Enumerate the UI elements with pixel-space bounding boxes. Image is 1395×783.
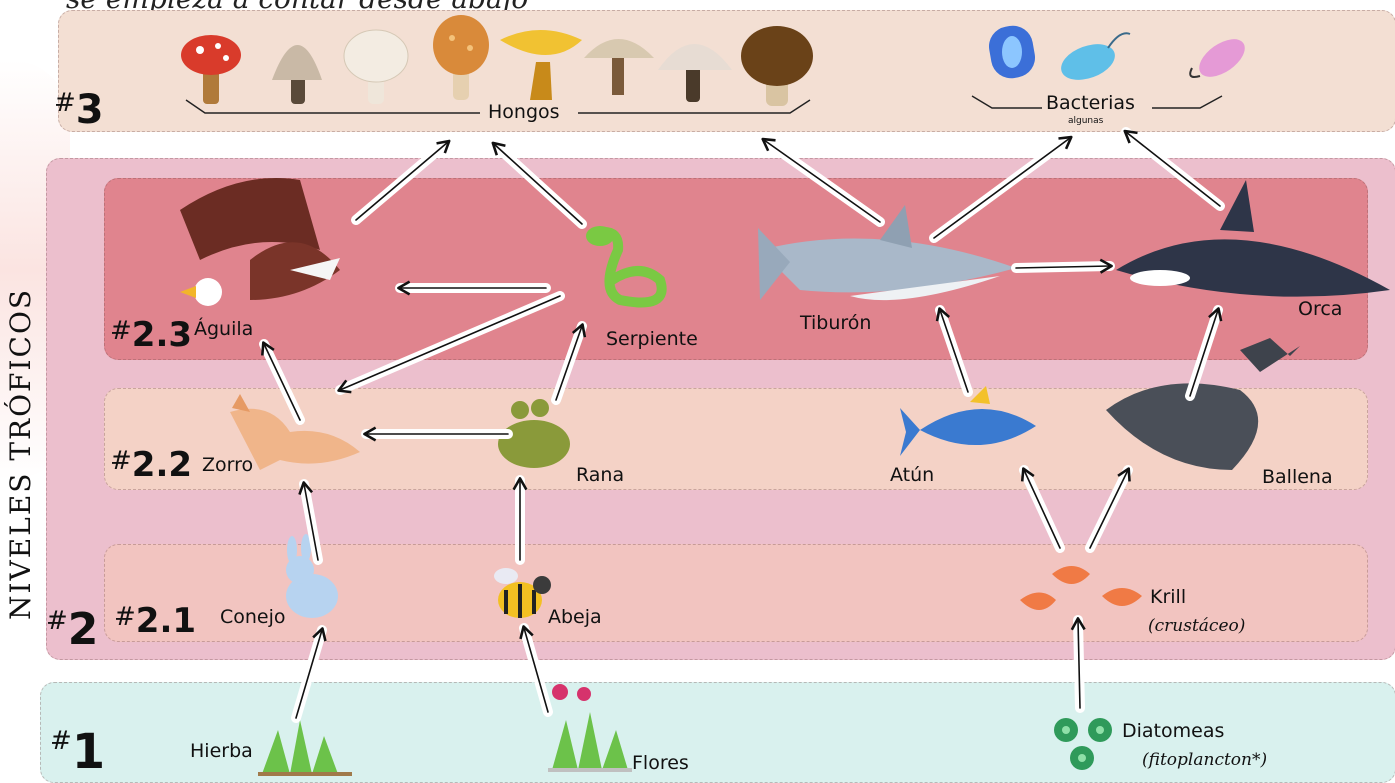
krill-label: Krill	[1150, 586, 1186, 608]
tiburon-label: Tiburón	[800, 312, 871, 334]
mushroom-icon	[658, 44, 732, 102]
bee-icon	[494, 568, 551, 618]
aguila-label: Águila	[194, 318, 253, 340]
diatomeas-label: Diatomeas	[1122, 720, 1224, 742]
orca-label: Orca	[1298, 298, 1342, 320]
mushroom-icon	[741, 26, 813, 106]
energy-arrows	[264, 132, 1220, 718]
krill-note: (crustáceo)	[1148, 616, 1245, 636]
bacteria-icon	[1190, 32, 1251, 85]
mushroom-icon	[584, 39, 654, 95]
krill-icon	[1020, 566, 1142, 610]
snake-icon	[586, 226, 662, 303]
diatom-icon	[1054, 718, 1112, 770]
bacteria-icon	[986, 23, 1038, 82]
shark-icon	[758, 205, 1016, 300]
bacterias-label: Bacterias	[1046, 92, 1135, 114]
eagle-icon	[180, 178, 340, 306]
orca-icon	[1116, 180, 1390, 297]
serpiente-label: Serpiente	[606, 328, 698, 350]
hongos-label: Hongos	[488, 101, 560, 123]
abeja-label: Abeja	[548, 606, 602, 628]
conejo-label: Conejo	[220, 606, 286, 628]
grass-icon	[258, 720, 352, 776]
mushroom-icon	[344, 30, 408, 104]
ballena-label: Ballena	[1262, 466, 1333, 488]
mushroom-icon	[181, 35, 241, 104]
bacterias-note: algunas	[1068, 116, 1103, 126]
rana-label: Rana	[576, 464, 624, 486]
flowers-icon	[548, 684, 632, 772]
mushroom-icon	[500, 30, 582, 100]
hierba-label: Hierba	[190, 740, 253, 762]
atun-label: Atún	[890, 464, 934, 486]
zorro-label: Zorro	[202, 454, 253, 476]
diatomeas-note: (fitoplancton*)	[1142, 750, 1267, 770]
mushroom-icon	[272, 45, 322, 104]
flores-label: Flores	[632, 752, 689, 774]
mushroom-icon	[433, 15, 489, 100]
bacteria-icon	[1056, 33, 1130, 86]
